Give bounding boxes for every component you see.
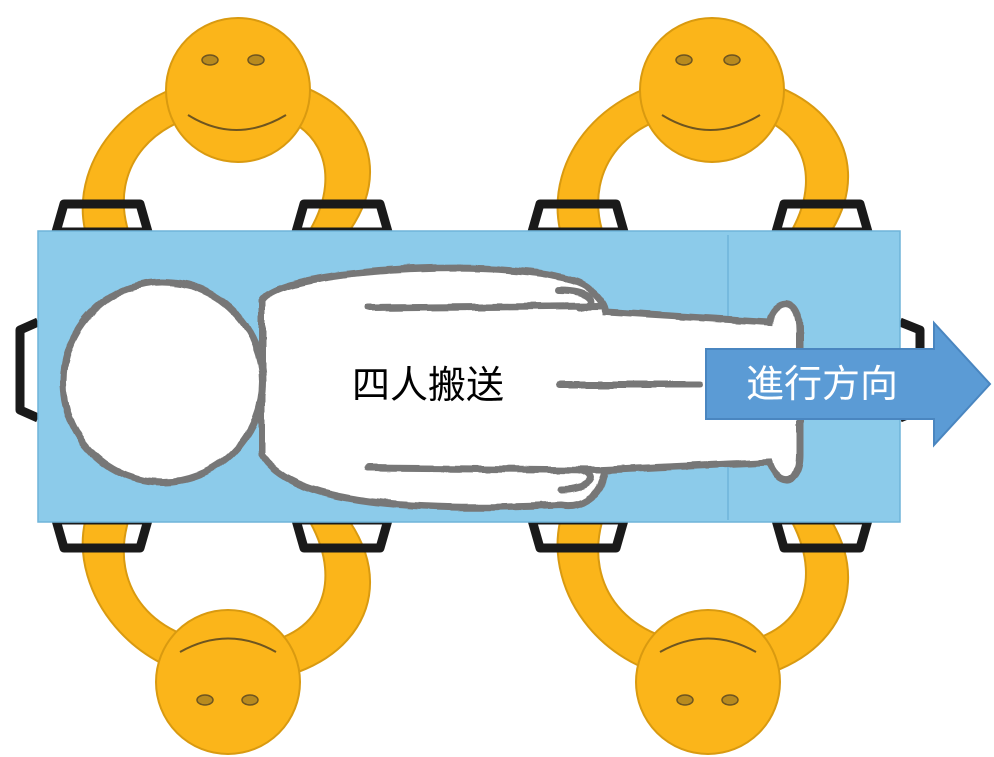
smiley-carrier-icon [155,609,301,755]
carrier-arms-bottom-left [81,521,371,684]
carrier-arms-bottom-right [556,521,850,684]
stretcher-side-handle [15,317,40,423]
smiley-carrier-icon [165,17,311,163]
center-label: 四人搬送 [352,363,504,407]
patient-outline-icon [59,264,804,511]
smiley-carrier-icon [635,609,781,755]
right-arrow-icon: 進行方向 [705,320,992,448]
direction-label: 進行方向 [746,362,898,406]
smiley-carrier-icon [639,17,785,163]
